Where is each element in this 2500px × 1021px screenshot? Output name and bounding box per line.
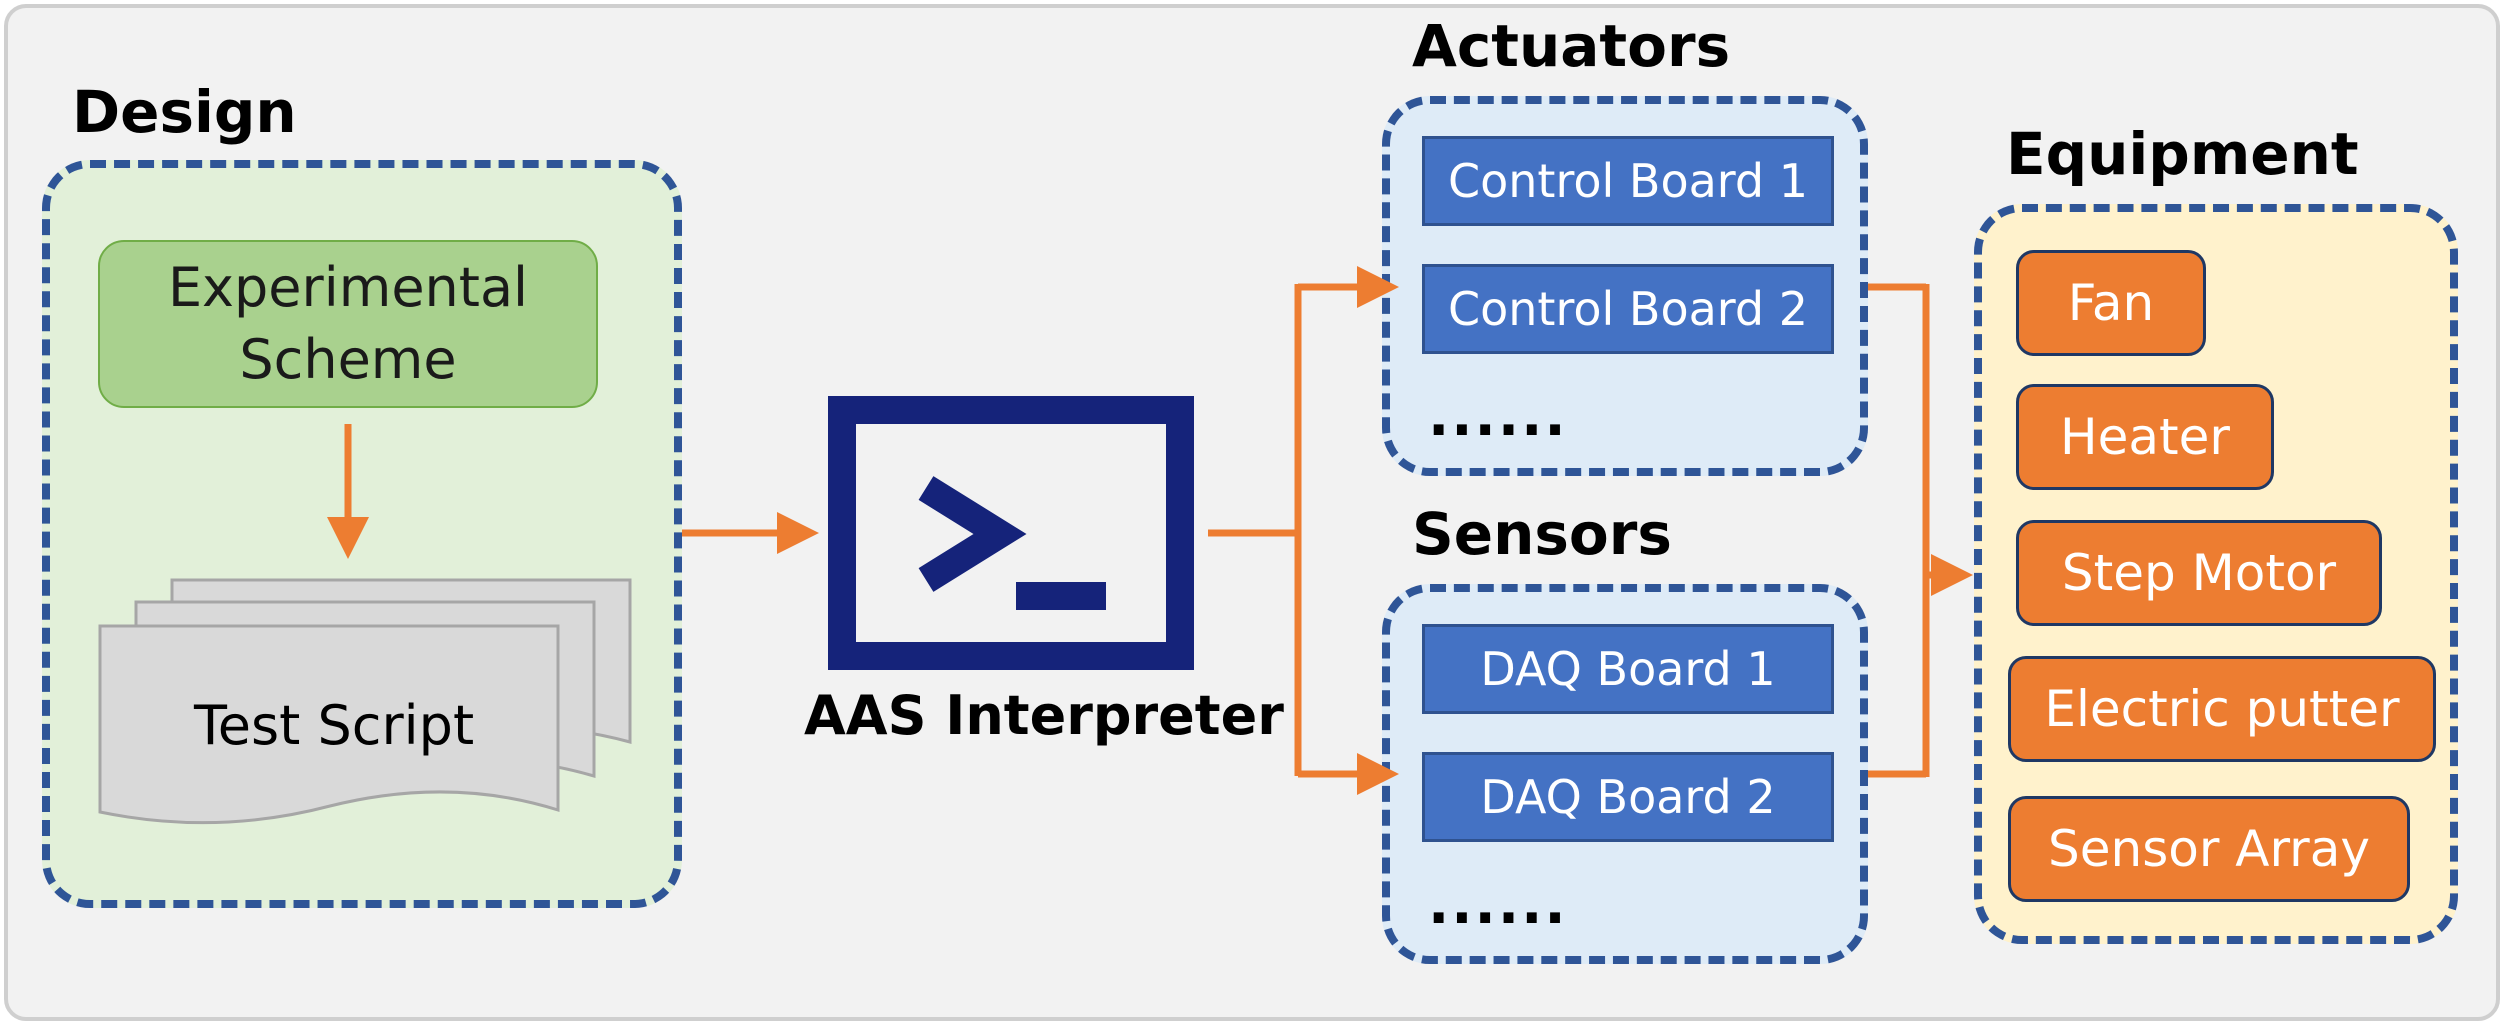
interpreter-to-boards-connector xyxy=(1208,266,1399,795)
equipment-heading: Equipment xyxy=(2006,120,2359,188)
sensors-more: ...... xyxy=(1428,872,1568,937)
test-script-icon xyxy=(98,578,632,825)
equipment-electric-putter: Electric putter xyxy=(2008,656,2436,762)
daq-board-2: DAQ Board 2 xyxy=(1422,752,1834,842)
test-script-label: Test Script xyxy=(194,694,475,757)
equipment-step-motor: Step Motor xyxy=(2016,520,2382,626)
design-heading: Design xyxy=(72,78,297,146)
equipment-sensor-array: Sensor Array xyxy=(2008,796,2410,902)
boards-to-equipment-connector xyxy=(1868,283,1973,778)
interpreter-label: AAS Interpreter xyxy=(804,684,1284,747)
control-board-2: Control Board 2 xyxy=(1422,264,1834,354)
equipment-heater: Heater xyxy=(2016,384,2274,490)
control-board-1: Control Board 1 xyxy=(1422,136,1834,226)
sensors-heading: Sensors xyxy=(1412,500,1672,568)
actuators-more: ...... xyxy=(1428,384,1568,449)
daq-board-1: DAQ Board 1 xyxy=(1422,624,1834,714)
actuators-heading: Actuators xyxy=(1412,12,1731,80)
equipment-fan: Fan xyxy=(2016,250,2206,356)
terminal-icon xyxy=(828,396,1194,670)
experimental-scheme-box: Experimental Scheme xyxy=(98,240,598,408)
experimental-scheme-label: Experimental Scheme xyxy=(167,256,529,391)
